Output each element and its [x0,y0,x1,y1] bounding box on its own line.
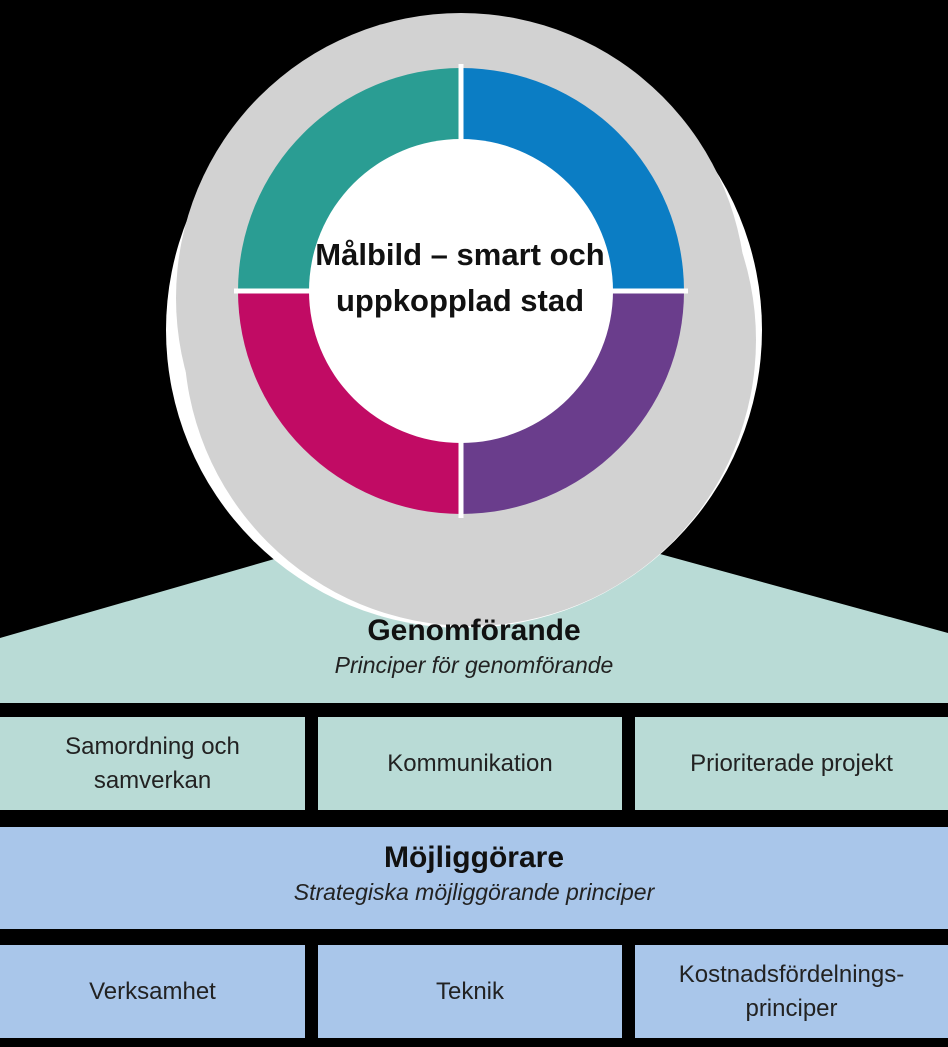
box-label: Verksamhet [89,977,216,1005]
box-label: Kostnadsfördelnings-principer [678,960,905,1022]
target-center [309,139,613,443]
box-label: Teknik [435,977,505,1005]
target-title: Målbild – smart och uppkopplad stad [315,237,605,318]
genomforande-box-samordning: Samordning och samverkan [0,717,305,810]
genomforande-subtitle: Principer för genomförande [334,652,614,678]
genomforande-box-prioriterade: Prioriterade projekt [635,717,948,810]
mojliggorare-box-verksamhet: Verksamhet [0,945,305,1038]
genomforande-box-kommunikation: Kommunikation [318,717,622,810]
box-label: Prioriterade projekt [690,749,893,777]
mojliggorare-box-teknik: Teknik [318,945,622,1038]
mojliggorare-band: Möjliggörare Strategiska möjliggörande p… [0,827,948,929]
box-label: Kommunikation [387,749,553,777]
mojliggorare-subtitle: Strategiska möjliggörande principer [293,879,655,905]
genomforande-title: Genomförande [367,614,581,647]
box-label: Samordning och samverkan [65,732,240,794]
genomforande-header: Genomförande Principer för genomförande [0,612,948,680]
mojliggorare-box-kostnad: Kostnadsfördelnings-principer [635,945,948,1038]
mojliggorare-title: Möjliggörare [383,841,564,874]
